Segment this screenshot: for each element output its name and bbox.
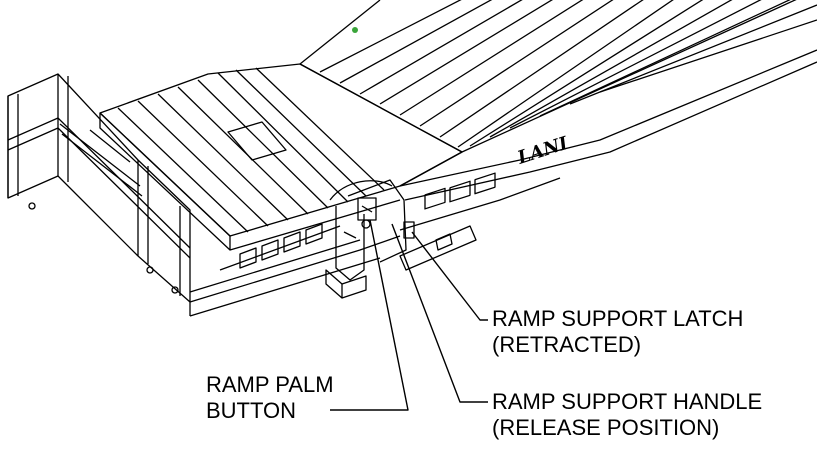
- label-ramp-palm-button: RAMP PALM BUTTON: [206, 372, 334, 424]
- leader-lines: [330, 219, 488, 411]
- label-line: RAMP PALM: [206, 372, 334, 397]
- ramp-base-rail: [189, 223, 401, 317]
- label-line: RAMP SUPPORT LATCH: [492, 306, 744, 331]
- label-line: BUTTON: [206, 398, 297, 423]
- mud-flap: [399, 225, 477, 271]
- label-line: (RELEASE POSITION): [492, 415, 720, 440]
- support-leg: [325, 180, 393, 299]
- label-ramp-support-handle: RAMP SUPPORT HANDLE (RELEASE POSITION): [492, 389, 762, 441]
- label-ramp-support-latch: RAMP SUPPORT LATCH (RETRACTED): [492, 306, 743, 358]
- latch-mechanism: [347, 179, 415, 263]
- front-gate: [7, 73, 191, 303]
- trailer-deck: [299, 0, 817, 231]
- green-marker: [352, 27, 358, 33]
- label-line: (RETRACTED): [492, 332, 642, 357]
- label-line: RAMP SUPPORT HANDLE: [492, 389, 763, 414]
- ramp-platform: [99, 63, 463, 251]
